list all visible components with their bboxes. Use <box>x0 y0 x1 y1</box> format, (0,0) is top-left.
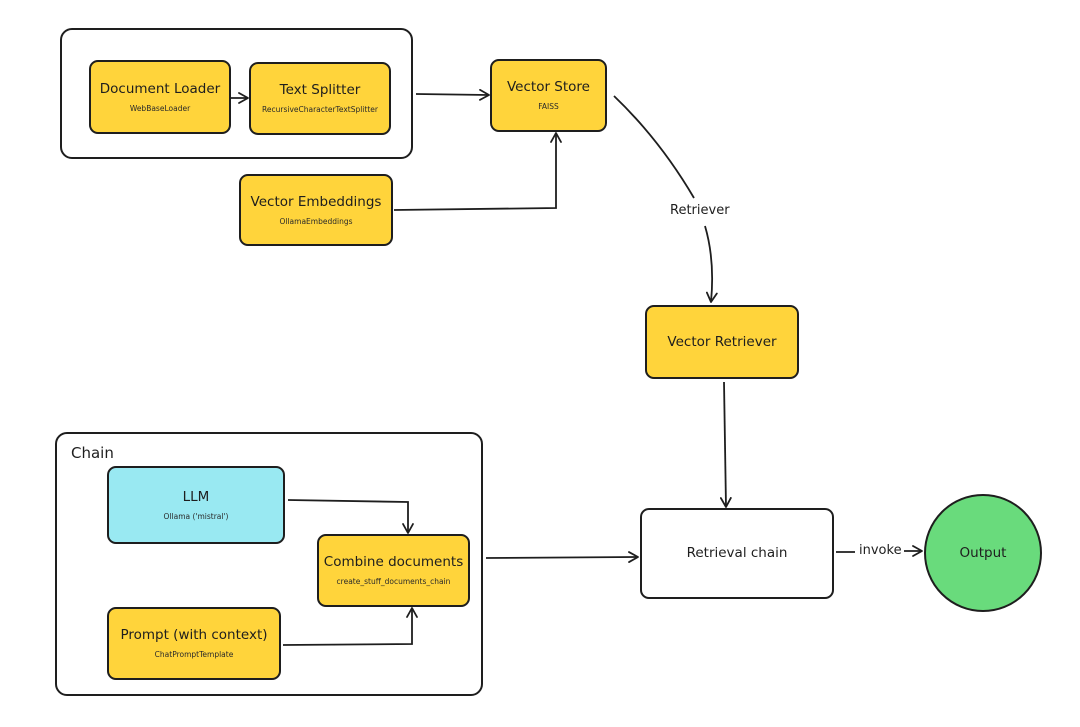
chain-group: Chain <box>55 432 483 696</box>
combine-documents-title: Combine documents <box>323 554 464 570</box>
vector-embeddings-node[interactable]: Vector Embeddings OllamaEmbeddings <box>239 174 393 246</box>
retrieval-chain-node[interactable]: Retrieval chain <box>640 508 834 599</box>
output-node[interactable]: Output <box>924 494 1042 612</box>
loaders-group <box>60 28 413 159</box>
prompt-node[interactable]: Prompt (with context) ChatPromptTemplate <box>107 607 281 680</box>
vector-retriever-title: Vector Retriever <box>667 333 777 350</box>
edge-embeddings-to-vector-store <box>393 132 562 211</box>
edge-chain-to-retrieval-chain <box>485 551 639 563</box>
retriever-edge-label: Retriever <box>668 203 732 218</box>
chain-group-label: Chain <box>71 444 114 462</box>
edge-store-to-retriever-top <box>613 95 695 199</box>
text-splitter-node[interactable]: Text Splitter RecursiveCharacterTextSpli… <box>249 62 391 135</box>
retrieval-chain-title: Retrieval chain <box>686 545 788 561</box>
document-loader-title: Document Loader <box>99 80 221 97</box>
llm-node[interactable]: LLM Ollama ('mistral') <box>107 466 285 544</box>
edge-llm-to-combine <box>287 499 414 534</box>
vector-store-node[interactable]: Vector Store FAISS <box>490 59 607 132</box>
text-splitter-title: Text Splitter <box>279 82 361 98</box>
vector-embeddings-title: Vector Embeddings <box>250 193 382 210</box>
vector-store-title: Vector Store <box>507 79 590 95</box>
vector-retriever-node[interactable]: Vector Retriever <box>645 305 799 379</box>
text-splitter-subtitle: RecursiveCharacterTextSplitter <box>262 105 378 114</box>
combine-documents-subtitle: create_stuff_documents_chain <box>336 577 451 586</box>
edge-loaders-to-vector-store <box>415 88 490 101</box>
vector-store-subtitle: FAISS <box>538 102 559 111</box>
edge-retriever-to-retrieval-chain <box>719 381 732 508</box>
document-loader-node[interactable]: Document Loader WebBaseLoader <box>89 60 231 134</box>
prompt-title: Prompt (with context) <box>120 627 268 643</box>
invoke-edge-label: invoke <box>857 543 904 558</box>
output-title: Output <box>959 544 1007 561</box>
vector-embeddings-subtitle: OllamaEmbeddings <box>279 216 353 226</box>
edge-store-to-retriever-bottom <box>704 225 718 303</box>
document-loader-subtitle: WebBaseLoader <box>129 103 191 113</box>
edge-prompt-to-combine <box>282 607 418 646</box>
llm-title: LLM <box>182 488 210 505</box>
llm-subtitle: Ollama ('mistral') <box>163 511 229 521</box>
prompt-subtitle: ChatPromptTemplate <box>154 650 234 659</box>
combine-documents-node[interactable]: Combine documents create_stuff_documents… <box>317 534 470 607</box>
